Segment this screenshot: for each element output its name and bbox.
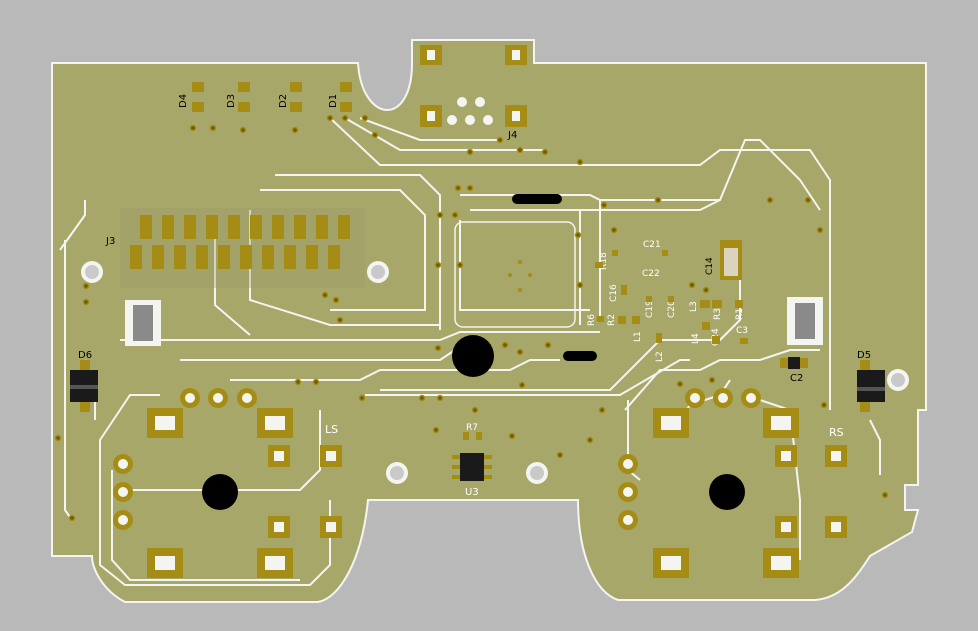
mounting-hole-left [202, 474, 238, 510]
j4-label: J4 [507, 130, 517, 141]
l4-label: L4 [691, 333, 701, 344]
connector-j4[interactable]: J4 [420, 45, 527, 141]
passive-components: C21 R18 C22 C16 R6 R2 L1 C19 C20 L2 L3 R… [587, 240, 748, 362]
ls-label: LS [325, 423, 338, 436]
rs-pads[interactable]: RS [825, 426, 847, 538]
slot-top [512, 194, 562, 204]
d5-label: D5 [857, 350, 871, 361]
d2-label: D2 [278, 94, 289, 108]
c20-label: C20 [667, 300, 677, 318]
capacitor-c2[interactable]: C2 [780, 357, 808, 384]
led-d2[interactable]: D2 [278, 82, 302, 112]
c3-label: C3 [736, 326, 748, 336]
right-button-pads[interactable] [618, 388, 799, 578]
c19-label: C19 [645, 300, 655, 318]
mounting-hole-center [452, 335, 494, 377]
r3-label: R3 [713, 308, 723, 320]
via-layer [54, 114, 889, 522]
connector-j3[interactable]: J3 [81, 208, 389, 288]
rs-label: RS [829, 426, 844, 439]
chip-area [454, 221, 576, 328]
c21-label: C21 [643, 240, 661, 250]
r2-label: R2 [607, 314, 617, 326]
r1-label: R1 [735, 308, 745, 320]
l2-label: L2 [655, 351, 665, 362]
led-group-top: D4 D3 D2 D1 [178, 82, 352, 112]
c2-label: C2 [790, 373, 803, 384]
d6-label: D6 [78, 350, 92, 361]
r7-label: R7 [466, 423, 478, 433]
led-d3[interactable]: D3 [226, 82, 250, 112]
l1-label: L1 [633, 331, 643, 342]
slot-right [563, 351, 597, 361]
u3-label: U3 [465, 487, 479, 498]
led-d1[interactable]: D1 [328, 82, 352, 112]
chip-u3[interactable]: U3 [452, 453, 492, 498]
r6-label: R6 [587, 314, 597, 326]
resistor-r7[interactable]: R7 [463, 423, 482, 440]
left-button-pads[interactable] [113, 388, 293, 578]
ls-pads[interactable]: LS [320, 423, 342, 538]
diode-d5[interactable]: D5 [857, 350, 885, 412]
mounting-hole-right [709, 474, 745, 510]
diode-d6[interactable]: D6 [70, 350, 98, 412]
l3-label: L3 [689, 301, 699, 312]
d3-label: D3 [226, 94, 237, 108]
led-d4[interactable]: D4 [178, 82, 204, 112]
c22-label: C22 [642, 269, 660, 279]
j3-label: J3 [105, 236, 115, 247]
r18-label: R18 [599, 252, 609, 270]
c14-label: C14 [705, 257, 715, 275]
capacitor-c14[interactable]: C14 [705, 240, 742, 280]
d1-label: D1 [328, 94, 339, 108]
d4-label: D4 [178, 94, 189, 108]
c16-label: C16 [609, 284, 619, 302]
